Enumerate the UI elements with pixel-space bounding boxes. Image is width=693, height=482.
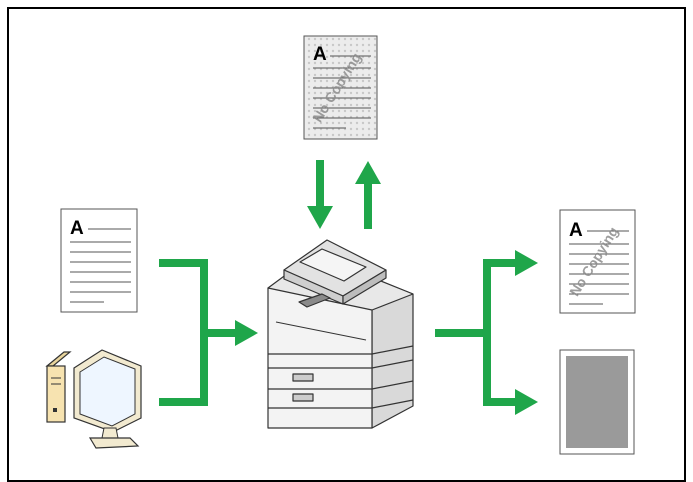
input-document-icon: A bbox=[60, 208, 138, 313]
computer-icon bbox=[45, 349, 142, 449]
input-connector bbox=[159, 259, 258, 406]
right-document-letter: A bbox=[569, 220, 583, 241]
output-up-arrow bbox=[355, 161, 381, 229]
multifunction-printer-icon bbox=[267, 239, 414, 429]
left-document-letter: A bbox=[70, 218, 84, 239]
blank-gray-sheet-icon bbox=[559, 349, 635, 455]
output-connector bbox=[435, 250, 538, 415]
scan-down-arrow bbox=[307, 160, 333, 229]
top-document-letter: A bbox=[313, 44, 327, 65]
top-secured-document-icon: A No Copying bbox=[303, 35, 378, 140]
output-secured-document-icon: A No Copying bbox=[559, 209, 636, 314]
